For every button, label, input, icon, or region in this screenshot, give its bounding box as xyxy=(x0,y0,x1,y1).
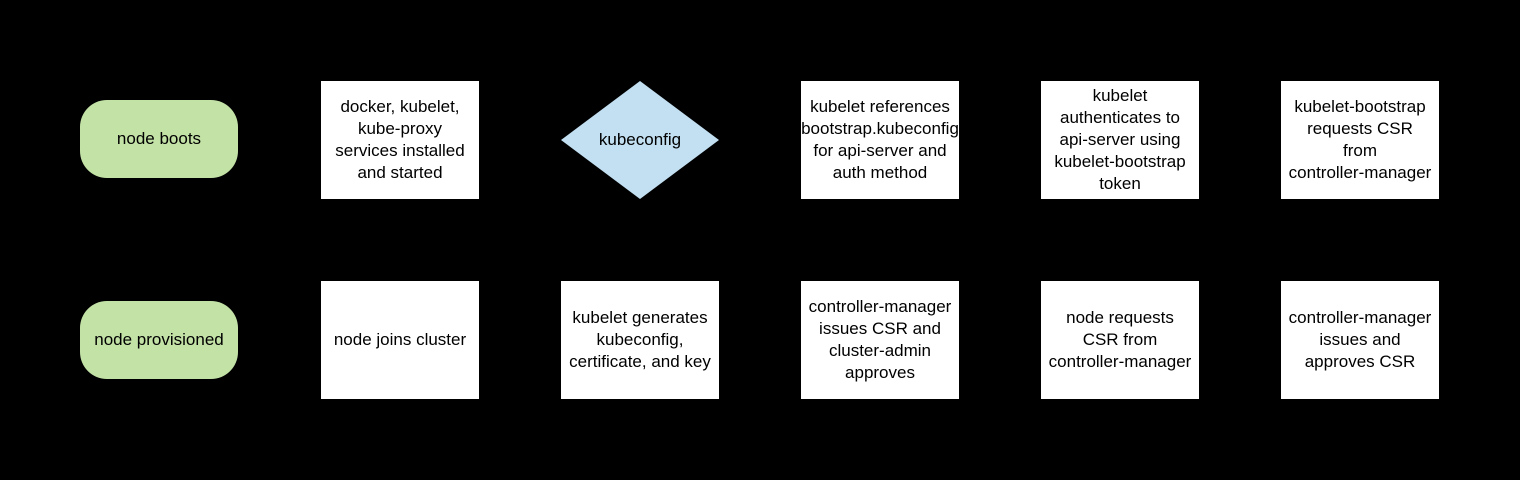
node-label: node joins cluster xyxy=(333,330,467,349)
node-label: controller-manager issues CSR and cluste… xyxy=(808,297,952,382)
process-kubelet-references-bootstrap-kubeconfig: kubelet references bootstrap.kubeconfig … xyxy=(801,81,959,199)
decision-kubeconfig: kubeconfig xyxy=(561,81,719,199)
process-kubelet-bootstrap-requests-csr: kubelet-bootstrap requests CSR from cont… xyxy=(1281,81,1439,199)
terminal-node-boots: node boots xyxy=(80,100,238,178)
terminal-node-provisioned: node provisioned xyxy=(80,301,238,379)
node-label: docker, kubelet, kube-proxy services ins… xyxy=(335,97,465,182)
node-label: kubelet authenticates to api-server usin… xyxy=(1054,86,1186,193)
node-label: controller-manager issues and approves C… xyxy=(1288,308,1432,371)
process-services-installed: docker, kubelet, kube-proxy services ins… xyxy=(321,81,479,199)
node-label: kubelet generates kubeconfig, certificat… xyxy=(569,308,711,371)
node-label: node requests CSR from controller-manage… xyxy=(1048,308,1192,371)
node-label: kubelet references bootstrap.kubeconfig … xyxy=(801,97,959,182)
process-node-requests-csr: node requests CSR from controller-manage… xyxy=(1041,281,1199,399)
process-kubelet-generates-kubeconfig: kubelet generates kubeconfig, certificat… xyxy=(561,281,719,399)
node-label: node boots xyxy=(116,129,202,148)
node-label: kubelet-bootstrap requests CSR from cont… xyxy=(1288,97,1432,182)
node-label: kubeconfig xyxy=(598,130,682,149)
process-controller-manager-issues-and-approves-csr: controller-manager issues and approves C… xyxy=(1281,281,1439,399)
node-label: node provisioned xyxy=(94,330,224,349)
process-kubelet-authenticates-to-api-server: kubelet authenticates to api-server usin… xyxy=(1041,81,1199,199)
process-node-joins-cluster: node joins cluster xyxy=(321,281,479,399)
process-controller-manager-issues-csr-cluster-admin-approves: controller-manager issues CSR and cluste… xyxy=(801,281,959,399)
